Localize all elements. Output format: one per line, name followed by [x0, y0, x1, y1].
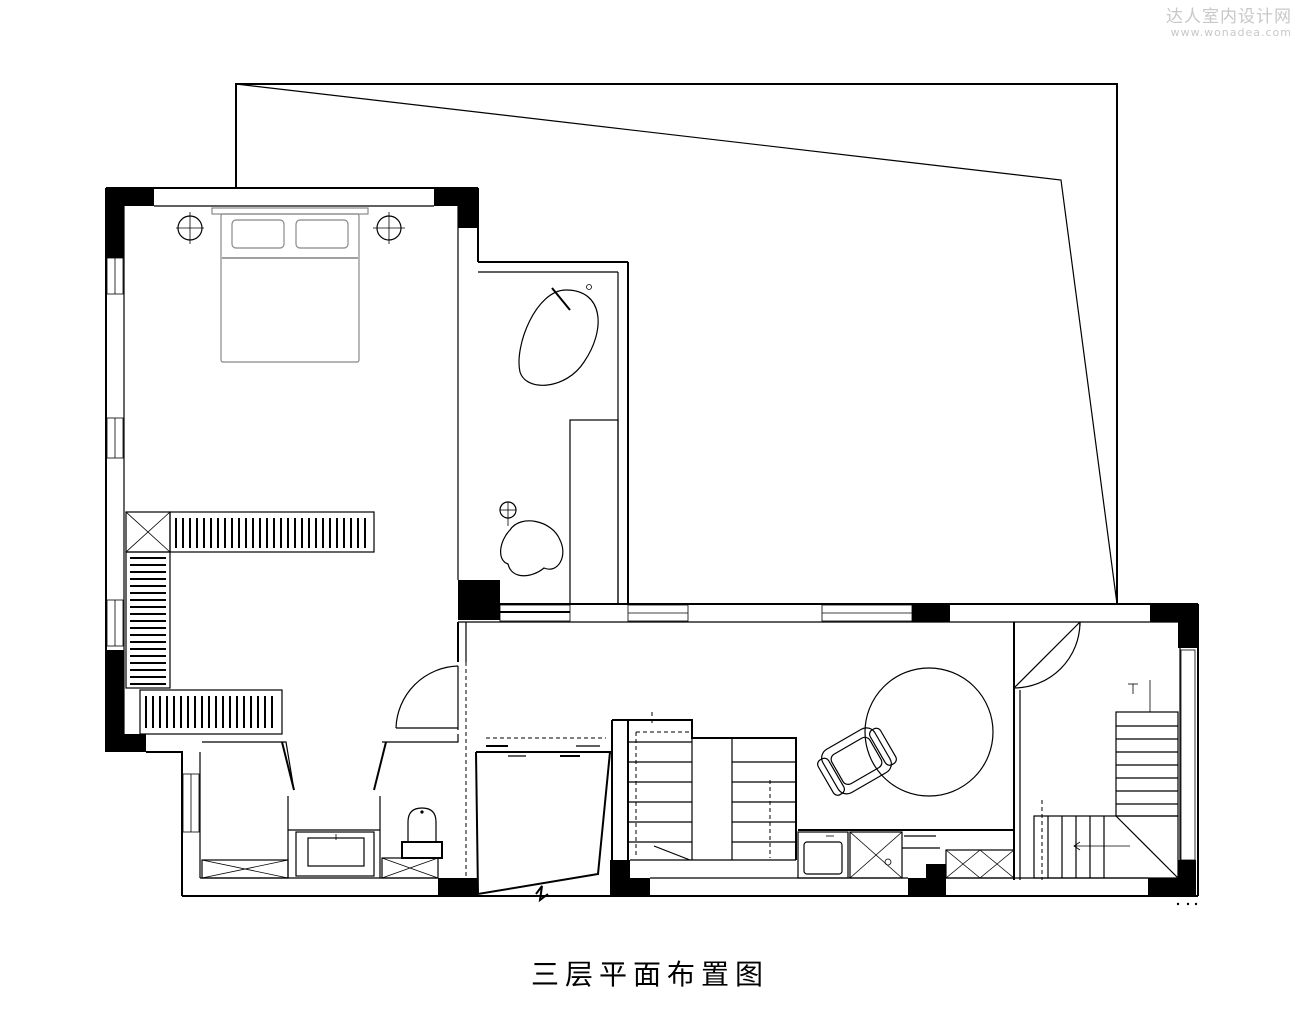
closet-shelves — [125, 511, 375, 735]
toilet — [381, 807, 443, 879]
plan-caption: 三层平面布置图 — [530, 958, 769, 991]
watermark-url: www.wonadea.com — [1170, 26, 1292, 39]
dressing-area — [201, 734, 459, 879]
center-stair — [611, 712, 797, 861]
bedside-lamp-left — [176, 212, 204, 244]
armchair — [817, 727, 897, 796]
door-swings — [395, 621, 1081, 730]
shower-partition — [569, 419, 619, 605]
east-stair — [1033, 680, 1198, 906]
bedside-lamp-right — [373, 212, 405, 244]
vanity-sink — [295, 831, 375, 877]
utility-fixtures — [797, 831, 1015, 879]
roof-terrace-outline — [235, 83, 1118, 605]
bed — [211, 207, 369, 363]
structural-columns — [106, 188, 1198, 896]
round-table — [864, 667, 994, 797]
entry-sliding-doors — [465, 662, 612, 903]
bathtub — [518, 284, 599, 386]
exterior-walls — [105, 187, 1199, 897]
windows — [106, 257, 1196, 861]
watermark-site-name: 达人室内设计网 — [1166, 7, 1292, 27]
basin — [499, 501, 564, 577]
